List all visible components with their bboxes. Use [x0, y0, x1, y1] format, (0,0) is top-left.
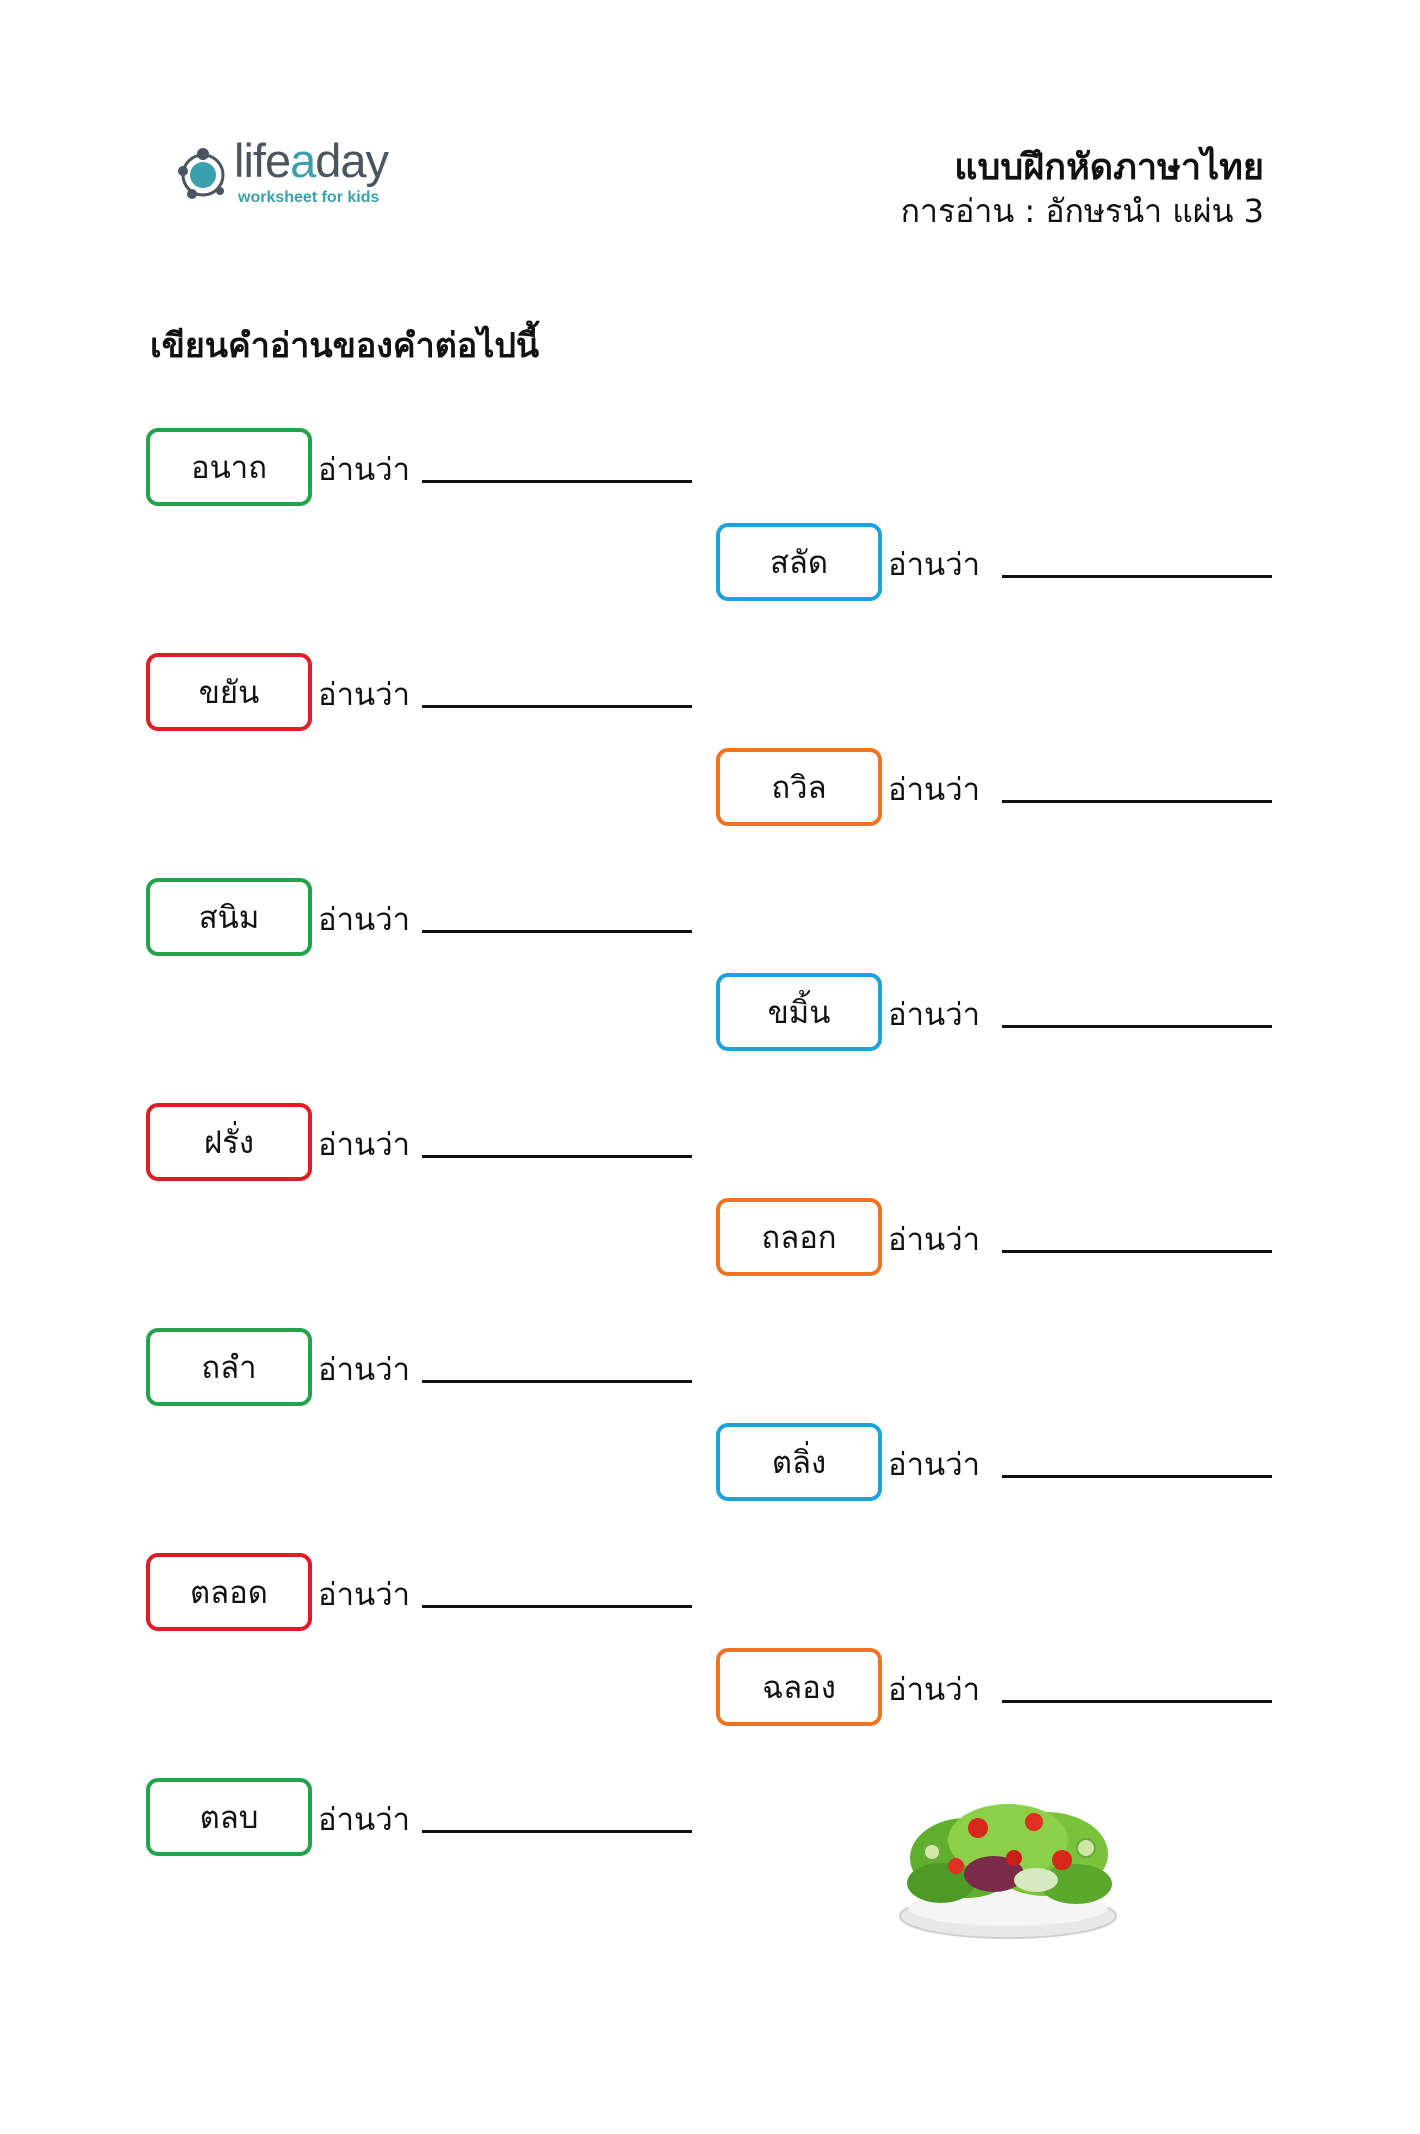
answer-line[interactable]: [422, 705, 692, 708]
read-as-label: อ่านว่า: [888, 1222, 981, 1258]
exercise-item: ถลำ อ่านว่า: [146, 1328, 706, 1406]
word-box: ตลบ: [146, 1778, 312, 1856]
word-box: ขมิ้น: [716, 973, 882, 1051]
read-as-label: อ่านว่า: [318, 677, 411, 713]
read-as-label: อ่านว่า: [318, 902, 411, 938]
word-box: ขยัน: [146, 653, 312, 731]
read-as-label: อ่านว่า: [318, 1352, 411, 1388]
answer-line[interactable]: [422, 1605, 692, 1608]
word-box: ถลอก: [716, 1198, 882, 1276]
exercise-item: ขมิ้น อ่านว่า: [716, 973, 1276, 1051]
answer-line[interactable]: [1002, 575, 1272, 578]
answer-line[interactable]: [1002, 1700, 1272, 1703]
exercise-item: อนาถ อ่านว่า: [146, 428, 706, 506]
word-box: ตลิ่ง: [716, 1423, 882, 1501]
logo-tagline: worksheet for kids: [238, 189, 380, 206]
word-box: ถวิล: [716, 748, 882, 826]
read-as-label: อ่านว่า: [888, 997, 981, 1033]
exercise-item: ถวิล อ่านว่า: [716, 748, 1276, 826]
exercise-item: สลัด อ่านว่า: [716, 523, 1276, 601]
answer-line[interactable]: [1002, 1250, 1272, 1253]
word-box: ถลำ: [146, 1328, 312, 1406]
read-as-label: อ่านว่า: [318, 1802, 411, 1838]
answer-line[interactable]: [1002, 1475, 1272, 1478]
answer-line[interactable]: [422, 930, 692, 933]
answer-line[interactable]: [422, 1155, 692, 1158]
read-as-label: อ่านว่า: [888, 1672, 981, 1708]
logo-wordmark: lifeaday: [234, 134, 389, 187]
logo: lifeaday worksheet for kids: [170, 134, 410, 209]
exercise-item: ตลิ่ง อ่านว่า: [716, 1423, 1276, 1501]
word-box: ตลอด: [146, 1553, 312, 1631]
word-box: ฝรั่ง: [146, 1103, 312, 1181]
word-box: สนิม: [146, 878, 312, 956]
answer-line[interactable]: [422, 480, 692, 483]
worksheet-subtitle: การอ่าน : อักษรนำ แผ่น 3: [900, 192, 1264, 230]
answer-line[interactable]: [422, 1380, 692, 1383]
salad-bowl-image: [899, 1804, 1117, 1939]
read-as-label: อ่านว่า: [318, 1577, 411, 1613]
exercise-item: ขยัน อ่านว่า: [146, 653, 706, 731]
answer-line[interactable]: [1002, 1025, 1272, 1028]
word-box: อนาถ: [146, 428, 312, 506]
read-as-label: อ่านว่า: [888, 1447, 981, 1483]
instruction: เขียนคำอ่านของคำต่อไปนี้: [150, 326, 540, 366]
worksheet-title: แบบฝึกหัดภาษาไทย: [954, 147, 1264, 188]
answer-line[interactable]: [1002, 800, 1272, 803]
exercise-item: ตลบ อ่านว่า: [146, 1778, 706, 1856]
exercise-item: ฝรั่ง อ่านว่า: [146, 1103, 706, 1181]
read-as-label: อ่านว่า: [888, 772, 981, 808]
exercise-item: ฉลอง อ่านว่า: [716, 1648, 1276, 1726]
read-as-label: อ่านว่า: [888, 547, 981, 583]
read-as-label: อ่านว่า: [318, 1127, 411, 1163]
exercise-item: สนิม อ่านว่า: [146, 878, 706, 956]
word-box: ฉลอง: [716, 1648, 882, 1726]
read-as-label: อ่านว่า: [318, 452, 411, 488]
logo-molecule-icon: [178, 148, 225, 199]
exercise-item: ถลอก อ่านว่า: [716, 1198, 1276, 1276]
answer-line[interactable]: [422, 1830, 692, 1833]
exercise-item: ตลอด อ่านว่า: [146, 1553, 706, 1631]
word-box: สลัด: [716, 523, 882, 601]
